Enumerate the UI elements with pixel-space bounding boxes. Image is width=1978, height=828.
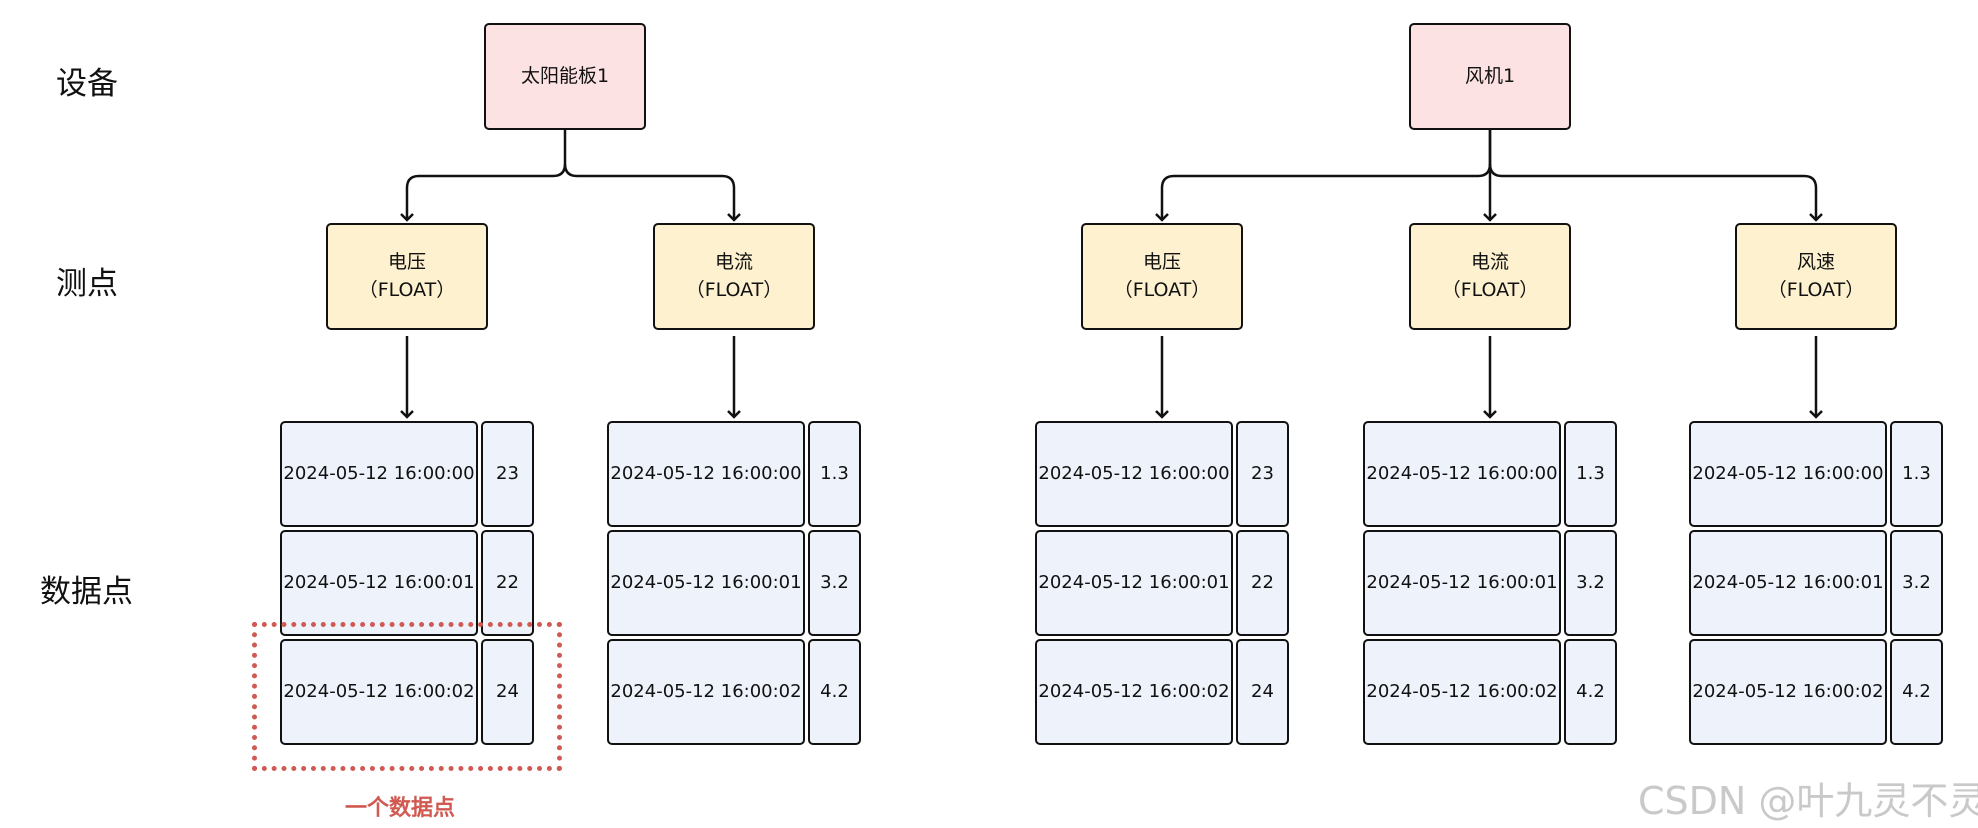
row-label-device: 设备 [56, 66, 118, 102]
datapoint-time-cell: 2024-05-12 16:00:02 [1363, 639, 1561, 745]
metric-label: 风速 （FLOAT） [1768, 249, 1865, 304]
datapoint-time-cell: 2024-05-12 16:00:01 [280, 530, 478, 636]
metric-name: 风速 [1796, 250, 1835, 273]
branch-arrow [577, 174, 741, 222]
metric-node: 电流 （FLOAT） [1409, 223, 1571, 330]
metric-label: 电压 （FLOAT） [359, 249, 456, 304]
datapoint-value-cell: 4.2 [1564, 639, 1617, 745]
metric-node: 风速 （FLOAT） [1735, 223, 1897, 330]
row-label-metric: 测点 [56, 266, 118, 302]
datapoint-time-cell: 2024-05-12 16:00:01 [1035, 530, 1233, 636]
device-trunk-left [1477, 130, 1492, 178]
metric-node: 电流 （FLOAT） [653, 223, 815, 330]
datapoint-time-cell: 2024-05-12 16:00:00 [607, 421, 805, 527]
highlight-caption: 一个数据点 [345, 796, 456, 821]
metric-label: 电压 （FLOAT） [1114, 249, 1211, 304]
metric-name: 电流 [714, 250, 753, 273]
datapoint-time-cell: 2024-05-12 16:00:02 [1035, 639, 1233, 745]
branch-arrow [1155, 174, 1478, 222]
datapoint-value-cell: 3.2 [1890, 530, 1943, 636]
datapoint-time-cell: 2024-05-12 16:00:02 [280, 639, 478, 745]
datapoint-time-cell: 2024-05-12 16:00:01 [607, 530, 805, 636]
datapoint-value-cell: 4.2 [808, 639, 861, 745]
datapoint-time-cell: 2024-05-12 16:00:02 [607, 639, 805, 745]
datapoint-value-cell: 24 [1236, 639, 1289, 745]
datapoint-time-cell: 2024-05-12 16:00:00 [1035, 421, 1233, 527]
device-node: 太阳能板1 [484, 23, 646, 130]
datapoint-value-cell: 3.2 [1564, 530, 1617, 636]
device-trunk-left [552, 130, 567, 178]
device-node: 风机1 [1409, 23, 1571, 130]
row-label-datapoint: 数据点 [40, 574, 133, 610]
metric-name: 电压 [1142, 250, 1181, 273]
metric-type: （FLOAT） [1767, 278, 1865, 301]
datapoint-value-cell: 4.2 [1890, 639, 1943, 745]
datapoint-time-cell: 2024-05-12 16:00:02 [1689, 639, 1887, 745]
datapoint-value-cell: 23 [1236, 421, 1289, 527]
datapoint-value-cell: 24 [481, 639, 534, 745]
metric-type: （FLOAT） [1441, 278, 1539, 301]
datapoint-value-cell: 3.2 [808, 530, 861, 636]
datapoint-value-cell: 1.3 [808, 421, 861, 527]
metric-type: （FLOAT） [1113, 278, 1211, 301]
metric-node: 电压 （FLOAT） [1081, 223, 1243, 330]
metric-node: 电压 （FLOAT） [326, 223, 488, 330]
datapoint-value-cell: 22 [481, 530, 534, 636]
datapoint-time-cell: 2024-05-12 16:00:00 [1363, 421, 1561, 527]
datapoint-value-cell: 1.3 [1890, 421, 1943, 527]
branch-arrow [1502, 174, 1823, 222]
metric-label: 电流 （FLOAT） [1442, 249, 1539, 304]
highlight-datapoint-frame [252, 622, 562, 771]
datapoint-time-cell: 2024-05-12 16:00:01 [1363, 530, 1561, 636]
device-trunk-right [1488, 163, 1503, 178]
watermark: CSDN @叶九灵不灵 [1638, 779, 1978, 823]
datapoint-time-cell: 2024-05-12 16:00:00 [1689, 421, 1887, 527]
metric-type: （FLOAT） [685, 278, 783, 301]
device-trunk-right [563, 163, 578, 178]
metric-type: （FLOAT） [358, 278, 456, 301]
datapoint-time-cell: 2024-05-12 16:00:00 [280, 421, 478, 527]
datapoint-value-cell: 1.3 [1564, 421, 1617, 527]
branch-arrow [400, 174, 553, 222]
datapoint-value-cell: 22 [1236, 530, 1289, 636]
metric-name: 电压 [387, 250, 426, 273]
datapoint-time-cell: 2024-05-12 16:00:01 [1689, 530, 1887, 636]
datapoint-value-cell: 23 [481, 421, 534, 527]
metric-name: 电流 [1470, 250, 1509, 273]
metric-label: 电流 （FLOAT） [686, 249, 783, 304]
